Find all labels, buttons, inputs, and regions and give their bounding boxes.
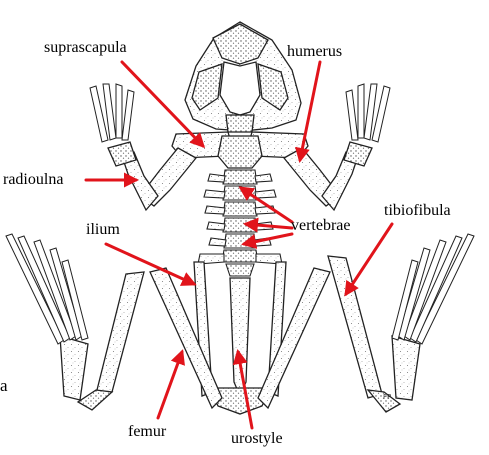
label-radioulna: radioulna: [3, 171, 64, 188]
label-suprascapula: suprascapula: [44, 39, 127, 56]
arrow-vertebrae-2: [243, 217, 294, 233]
skull: [184, 21, 302, 133]
pelvic-girdle: [193, 261, 287, 415]
arrow-suprascapula: [120, 60, 206, 149]
left-hindlimb: [5, 233, 223, 411]
label-ilium: ilium: [86, 221, 120, 238]
right-hindlimb: [257, 233, 475, 413]
label-tibiofibula: tibiofibula: [384, 202, 451, 219]
pointer-arrows: [84, 60, 394, 430]
arrow-tibiofibula: [344, 222, 394, 297]
vertebral-column: [197, 169, 283, 277]
arrow-vertebrae-3: [241, 232, 294, 249]
label-urostyle: urostyle: [231, 430, 283, 447]
arrow-vertebrae-1: [238, 186, 294, 224]
arrow-humerus: [295, 60, 322, 163]
arrow-urostyle: [232, 349, 254, 430]
label-humerus: humerus: [287, 43, 343, 60]
label-femur: femur: [128, 423, 167, 440]
label-vertebrae: vertebrae: [291, 217, 351, 234]
left-forelimb: [89, 83, 197, 212]
pectoral-girdle: [171, 131, 309, 169]
artist-initials: FP: [383, 393, 392, 401]
arrow-ilium: [104, 242, 197, 286]
arrow-femur: [156, 349, 185, 420]
panel-letter: a: [0, 376, 8, 395]
